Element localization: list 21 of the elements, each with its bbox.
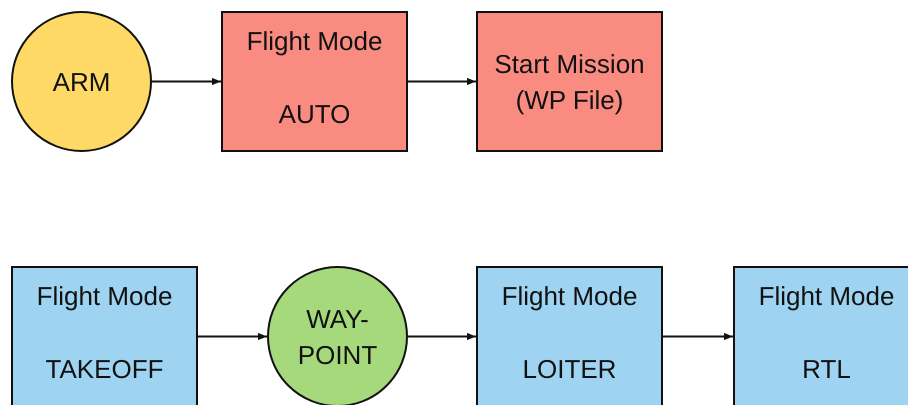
node-label: RTL [802,353,851,386]
arrow [408,78,476,86]
node-label: LOITER [522,353,616,386]
mode-box [733,266,908,405]
arrow [663,332,733,340]
arrow [152,78,221,86]
mode-box [221,11,408,152]
node-label: Flight Mode [758,280,894,313]
arrow [408,332,476,340]
node-label: Start Mission (WP File) [493,48,646,116]
node-label: AUTO [278,98,350,131]
node-label: WAY- POINT [296,302,378,372]
node-label: Flight Mode [246,25,382,58]
mode-box [11,266,198,405]
mode-box [476,11,663,152]
node-label: TAKEOFF [46,353,164,386]
arrow [198,332,267,340]
node-label: Flight Mode [36,280,172,313]
mode-box [476,266,663,405]
node-label: ARM [52,66,110,98]
node-label: Flight Mode [502,280,638,313]
